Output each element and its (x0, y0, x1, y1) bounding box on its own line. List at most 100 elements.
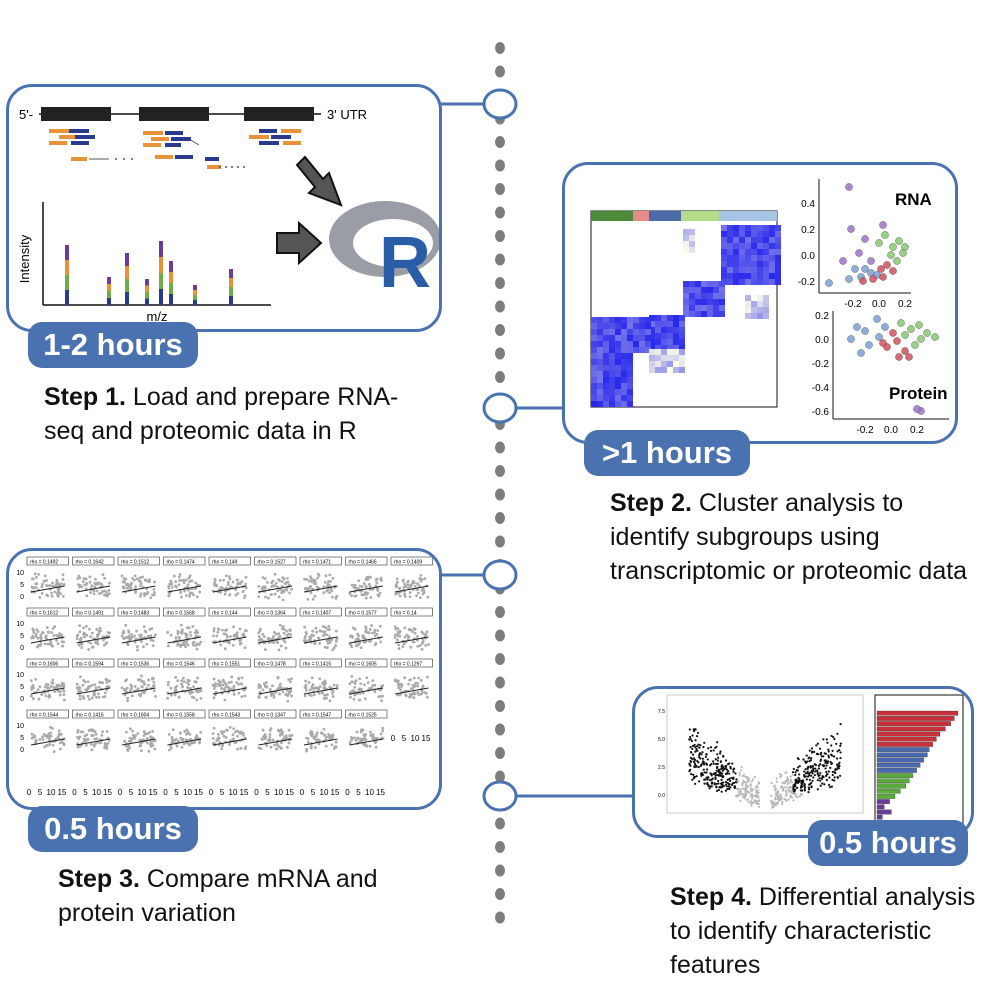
heatmap-cell (695, 305, 701, 311)
rho-label: rho = 0.1297 (394, 662, 422, 668)
heatmap-cell (689, 299, 695, 305)
volcano-point (807, 765, 810, 768)
volcano-point (811, 772, 814, 775)
facet-strip (163, 709, 206, 719)
volcano-point (797, 780, 801, 783)
heatmap-cell (769, 261, 775, 267)
volcano-point (817, 767, 820, 770)
heatmap-cell (695, 299, 701, 305)
heatmap-cell (763, 237, 769, 243)
heatmap-cell (689, 311, 695, 317)
spectrum-bar-segment (193, 295, 197, 300)
heatmap-cell (679, 321, 685, 327)
volcano-point (718, 752, 722, 755)
volcano-point (839, 742, 843, 745)
regression-line (167, 687, 202, 695)
heatmap-cell (649, 355, 655, 361)
facet-scatter (305, 727, 338, 753)
volcano-point (818, 777, 821, 780)
volcano-point (807, 791, 810, 794)
volcano-point (708, 787, 711, 790)
pca-point (913, 405, 921, 413)
heatmap-cell (645, 347, 651, 353)
regression-line (212, 585, 247, 593)
regression-line (167, 585, 202, 593)
volcano-point (755, 792, 758, 795)
volcano-point (698, 756, 701, 759)
volcano-point (770, 794, 773, 797)
volcano-point (702, 745, 705, 749)
volcano-point (703, 771, 706, 774)
heatmap-cell (673, 349, 679, 355)
heatmap-cell (775, 249, 781, 255)
rho-label: rho = 0.1416 (76, 713, 104, 719)
heatmap-cell (683, 305, 689, 311)
volcano-point (719, 760, 723, 763)
volcano-point (838, 749, 841, 752)
volcano-point (749, 788, 753, 791)
volcano-point (773, 784, 777, 787)
timeline-node-3 (482, 559, 518, 591)
volcano-point (725, 772, 729, 775)
mass-spectrum-bars (65, 241, 233, 305)
heatmap-cell (591, 401, 597, 407)
heatmap-cell (713, 311, 719, 317)
volcano-point (811, 765, 814, 768)
heatmap-cell (719, 293, 725, 299)
volcano-point (839, 751, 842, 754)
pca-point (889, 267, 897, 275)
heatmap-cell (661, 345, 667, 351)
heatmap-cell (667, 339, 673, 345)
tick-label: -0.2 (812, 359, 830, 370)
facet-strip (72, 556, 115, 566)
exon-3 (244, 107, 314, 121)
volcano-point (734, 781, 738, 784)
facet-strip (117, 709, 160, 719)
facet-x-tick: 15 (194, 788, 203, 797)
heatmap-cell (739, 255, 745, 261)
volcano-point (815, 769, 819, 772)
spectrum-bar-segment (125, 279, 129, 292)
heatmap-cell (679, 349, 685, 355)
heatmap-cell (661, 361, 667, 367)
facet-x-tick: 10 (320, 788, 329, 797)
heatmap-cell (757, 249, 763, 255)
heatmap-cell (639, 347, 645, 353)
heatmap-cell (757, 243, 763, 249)
volcano-point (702, 760, 705, 763)
volcano-point (824, 774, 828, 777)
volcano-point (788, 788, 791, 791)
volcano-point (781, 789, 784, 792)
facet-strip (26, 556, 69, 566)
heatmap-cell (597, 365, 603, 371)
heatmap-cell (689, 305, 695, 311)
heatmap-cell (683, 311, 689, 317)
spectrum-bar-segment (145, 298, 149, 305)
heatmap-cell (603, 317, 609, 323)
facet-strip (390, 556, 433, 566)
volcano-point (696, 731, 700, 734)
volcano-point (688, 728, 691, 731)
volcano-point (770, 799, 773, 803)
volcano-point (794, 788, 797, 791)
heatmap-cell (645, 317, 651, 323)
volcano-point (793, 792, 797, 796)
heatmap-cell (655, 333, 661, 339)
regression-line (394, 687, 429, 695)
heatmap-cell (597, 371, 603, 377)
volcano-point (801, 793, 804, 796)
heatmap-cell (649, 349, 655, 355)
facet-scatter (303, 572, 339, 601)
heatmap-cell (627, 353, 633, 359)
spectrum-bar-segment (107, 277, 111, 284)
volcano-point (715, 782, 718, 786)
volcano-point (774, 793, 777, 797)
heatmap-cell (739, 225, 745, 231)
volcano-point (720, 764, 723, 767)
heatmap-cell (689, 293, 695, 299)
volcano-point (737, 791, 740, 794)
regression-line (303, 585, 338, 593)
heatmap-cell (733, 237, 739, 243)
volcano-point (794, 773, 797, 777)
pca-point (879, 273, 887, 281)
